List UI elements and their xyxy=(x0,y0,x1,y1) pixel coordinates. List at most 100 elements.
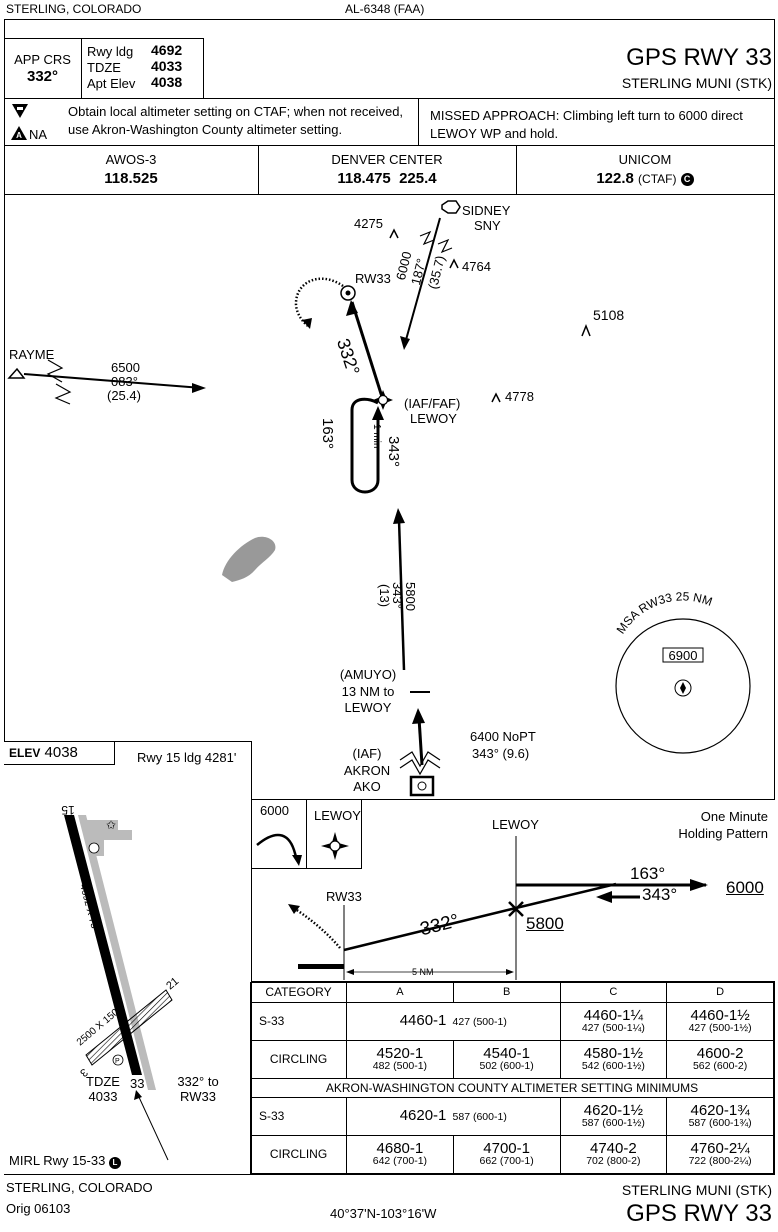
missed-approach-1: MISSED APPROACH: Climbing left turn to 6… xyxy=(430,108,743,123)
rayme-name: RAYME xyxy=(9,347,55,362)
minimum-value: 4460-1 xyxy=(399,1012,447,1029)
obstacle-4778: 4778 xyxy=(505,389,534,404)
nonstandard-takeoff-icon xyxy=(12,104,28,118)
svg-text:P: P xyxy=(115,1058,120,1065)
footer-airport: STERLING MUNI (STK) xyxy=(621,1182,772,1198)
rw33-waypoint-icon xyxy=(340,285,356,301)
minimum-value: 4620-1¾ xyxy=(690,1101,750,1119)
awos-label: AWOS-3 xyxy=(105,152,157,167)
akron-vor-icon xyxy=(409,775,435,797)
apt-elev-value: 4038 xyxy=(151,74,183,90)
minimum-value: 4620-1½ xyxy=(583,1101,643,1119)
altimeter-note-2: use Akron-Washington County altimeter se… xyxy=(68,122,343,137)
tdze-diagram-label: TDZE xyxy=(86,1074,120,1089)
footer-title: GPS RWY 33 xyxy=(626,1200,772,1227)
rayme-distance: (25.4) xyxy=(107,388,141,403)
table-header: D xyxy=(666,982,774,1003)
hold-title-2: Holding Pattern xyxy=(678,826,768,841)
center-label: DENVER CENTER xyxy=(331,152,443,167)
sidney-id: SNY xyxy=(474,218,501,233)
lake-shape xyxy=(222,536,276,582)
table-header: A xyxy=(346,982,454,1003)
table-header: B xyxy=(452,982,561,1003)
minimum-sub: 482 (500-1) xyxy=(372,1059,428,1072)
holding-pattern xyxy=(350,397,380,494)
sidney-vor-icon xyxy=(441,200,461,214)
akron-name: AKRON xyxy=(343,763,391,778)
center-frequency: 118.475 225.4 xyxy=(337,170,437,187)
beacon-icon xyxy=(88,842,100,854)
footer-orig: Orig 06103 xyxy=(6,1201,71,1216)
minimum-sub: 542 (600-1½) xyxy=(581,1059,645,1072)
top-city: STERLING, COLORADO xyxy=(6,2,142,16)
app-crs-value: 332° xyxy=(26,68,59,85)
lighting-icon: L xyxy=(108,1157,121,1169)
row-label: S-33 xyxy=(249,1002,348,1041)
rayme-route xyxy=(23,373,203,389)
unicom-ctaf: (CTAF) xyxy=(638,172,677,186)
minimum-sub: 587 (600-1½) xyxy=(581,1116,645,1129)
minimum-sub: 427 (500-1¼) xyxy=(581,1021,645,1034)
rwy-ldg-label: Rwy ldg xyxy=(87,44,134,59)
unicom-label: UNICOM xyxy=(618,152,672,167)
rayme-altitude: 6500 xyxy=(111,360,140,375)
footer-coords: 40°37'N-103°16'W xyxy=(330,1206,437,1221)
missed-icon-fix: LEWOY xyxy=(314,808,361,823)
unicom-frequency: 122.8 xyxy=(596,170,634,187)
tdze-diagram-value: 4033 xyxy=(88,1089,118,1104)
obstacle-5108: 5108 xyxy=(593,307,625,323)
minimum-sub: 427 (500-1½) xyxy=(688,1021,752,1034)
missed-icon-curve xyxy=(256,833,299,861)
tdze-label: TDZE xyxy=(87,60,121,75)
table-row: AKRON-WASHINGTON COUNTY ALTIMETER SETTIN… xyxy=(250,1078,774,1098)
missed-icon-fix-symbol xyxy=(321,832,349,860)
profile-missed-path xyxy=(291,905,341,949)
sidney-name: SIDNEY xyxy=(462,203,511,218)
feeder-route-amuyo xyxy=(397,519,406,671)
minimum-sub: 502 (600-1) xyxy=(479,1059,534,1072)
course-to-rw33-arrow xyxy=(137,1094,169,1161)
minimum-sub: 587 (600-1) xyxy=(452,1111,507,1123)
minimum-sub: 662 (700-1) xyxy=(479,1154,534,1167)
minimum-value: 4460-1½ xyxy=(690,1006,750,1024)
akron-route-course: 343° (9.6) xyxy=(472,746,530,761)
minimum-value: 4680-1 xyxy=(376,1139,424,1157)
profile-rw33: RW33 xyxy=(326,889,362,904)
minimum-value: 4700-1 xyxy=(483,1139,530,1157)
minimum-sub: 587 (600-1¾) xyxy=(688,1116,752,1129)
lewoy-iaf-faf: (IAF/FAF) xyxy=(404,396,461,411)
amuyo-to-lewoy: LEWOY xyxy=(344,700,392,715)
rwy-number-33: 33 xyxy=(130,1076,145,1091)
descent-path xyxy=(343,906,517,952)
akron-minimums-title: AKRON-WASHINGTON COUNTY ALTIMETER SETTIN… xyxy=(250,1078,774,1098)
sidney-route xyxy=(403,217,441,348)
profile-lewoy: LEWOY xyxy=(492,817,539,832)
akron-id: AKO xyxy=(353,779,381,794)
table-header: C xyxy=(559,982,668,1003)
akron-route-altitude: 6400 NoPT xyxy=(470,729,536,744)
hold-title-1: One Minute xyxy=(700,809,768,824)
minimum-sub: 702 (800-2) xyxy=(586,1154,641,1167)
parking-icon xyxy=(112,1054,124,1066)
minimums-table: CATEGORY A B C D S-33 4460-1 427 (500-1)… xyxy=(249,982,774,1174)
table-header: CATEGORY xyxy=(249,982,348,1003)
msa-waypoint-icon xyxy=(674,679,692,697)
minimum-value: 4600-2 xyxy=(696,1044,744,1062)
footer-city: STERLING, COLORADO xyxy=(6,1180,153,1195)
elev-value: 4038 xyxy=(44,744,78,761)
runway-15-33 xyxy=(64,815,142,1075)
minimum-value: 4540-1 xyxy=(483,1044,530,1062)
airport-name: STERLING MUNI (STK) xyxy=(621,75,772,91)
obstacle-4778-icon xyxy=(491,392,501,403)
msa-altitude: 6900 xyxy=(668,648,698,663)
na-label: NA xyxy=(29,127,48,142)
rayme-course: 083° xyxy=(111,374,138,389)
tdze-value: 4033 xyxy=(151,58,183,74)
amuyo-distance: 13 NM to xyxy=(341,684,395,699)
table-header-row: CATEGORY A B C D xyxy=(249,982,774,1003)
amuyo-name: (AMUYO) xyxy=(339,667,397,682)
